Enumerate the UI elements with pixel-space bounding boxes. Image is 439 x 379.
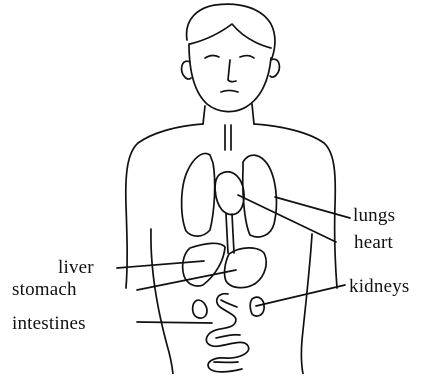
waist-right [301,234,312,374]
right-eye [240,56,254,58]
kidneys-leader-line [256,285,345,306]
intestines-leader-line [137,322,212,323]
label-liver: liver [58,258,94,277]
intestines-inner [214,300,240,362]
liver-leader-line [117,261,204,268]
left-eye [205,56,219,58]
trachea [225,125,231,150]
face-outline [189,44,271,112]
stomach-leader-line [137,270,236,290]
neck-left [203,106,205,124]
waist-left [151,229,173,374]
hair [187,4,275,58]
nose [228,60,236,82]
neck-right [252,104,254,124]
heart-leader-line [238,195,336,242]
right-lung [243,155,277,237]
esophagus [226,214,234,253]
hair-fringe [190,24,271,48]
label-intestines: intestines [12,314,86,333]
label-stomach: stomach [12,280,77,299]
label-heart: heart [354,233,393,252]
left-kidney [193,300,207,318]
intestines-coil [206,294,248,372]
left-lung [182,154,215,237]
label-kidneys: kidneys [349,277,410,296]
label-lungs: lungs [353,206,395,225]
heart-organ [215,172,244,215]
stomach-organ [225,248,267,288]
right-kidney [250,297,264,316]
mouth [221,91,238,93]
lungs-leader-line [275,197,350,218]
